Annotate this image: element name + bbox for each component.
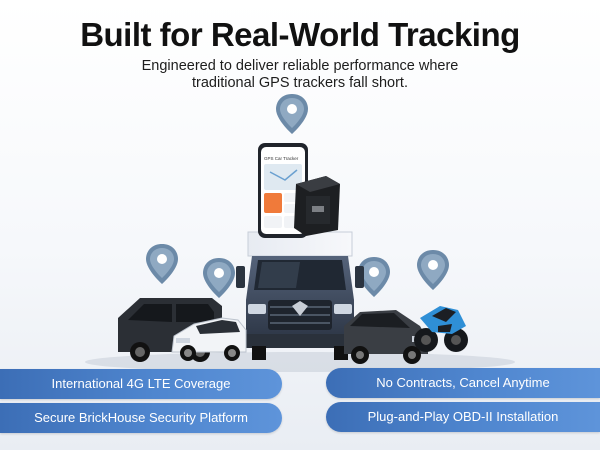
white-sedan-image <box>171 317 247 361</box>
feature-no-contracts: No Contracts, Cancel Anytime <box>326 368 600 398</box>
feature-security-platform: Secure BrickHouse Security Platform <box>0 403 282 433</box>
feature-lte-coverage: International 4G LTE Coverage <box>0 369 282 399</box>
feature-obd-installation: Plug-and-Play OBD-II Installation <box>326 402 600 432</box>
page-title: Built for Real-World Tracking <box>80 16 520 53</box>
subtitle-line-2: traditional GPS trackers fall short. <box>192 75 408 91</box>
suv-image <box>344 310 428 364</box>
subtitle-line-1: Engineered to deliver reliable performan… <box>141 58 459 74</box>
page-subtitle: Engineered to deliver reliable performan… <box>0 58 600 92</box>
motorcycle-image <box>414 306 468 352</box>
location-pin-icon <box>417 250 449 290</box>
location-pin-icon <box>276 94 308 134</box>
truck-image <box>236 231 364 360</box>
obd-tracker-device <box>294 176 340 236</box>
location-pin-icon <box>146 244 178 284</box>
phone-app-title: GPS Car Tracker <box>264 156 299 161</box>
phone-app-image: GPS Car Tracker <box>258 143 308 238</box>
location-pin-icon <box>203 258 235 298</box>
